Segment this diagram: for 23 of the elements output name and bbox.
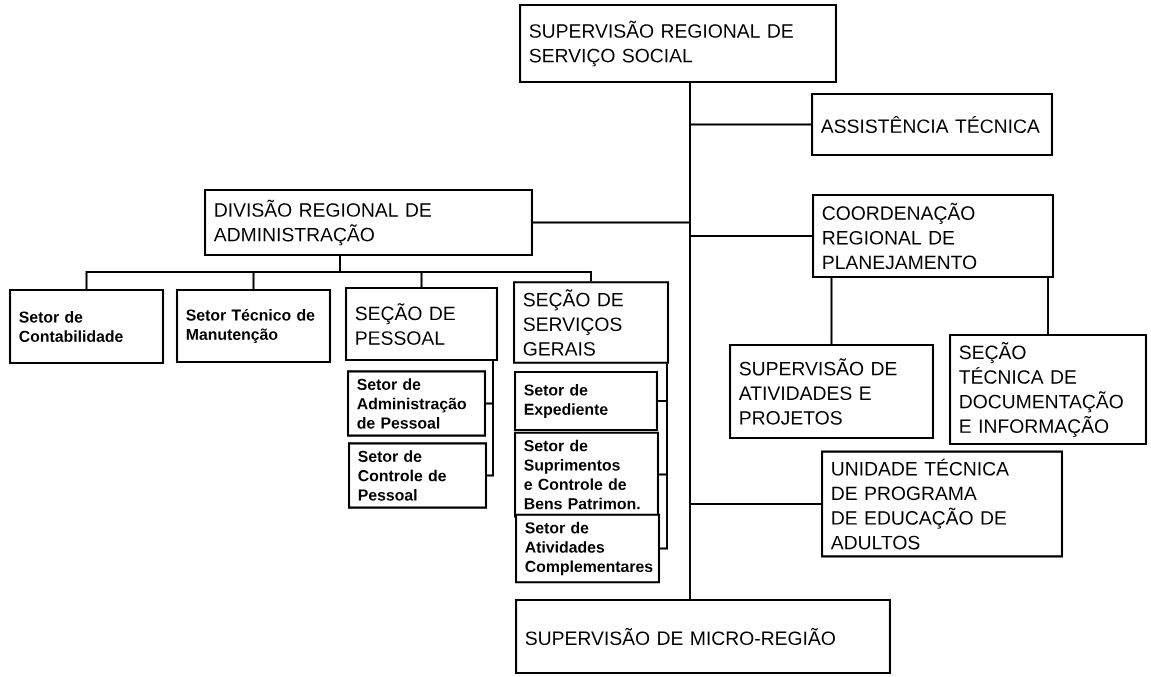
org-unit-box: Setor Técnico de Manutenção [175,288,332,364]
org-unit-box: DIVISÃO REGIONAL DE ADMINISTRAÇÃO [204,188,534,257]
org-unit-box: SUPERVISÃO DE ATIVIDADES E PROJETOS [728,343,935,440]
org-unit-box: Setor de Administração de Pessoal [346,370,487,437]
org-unit-box: SUPERVISÃO REGIONAL DE SERVIÇO SOCIAL [519,3,838,84]
org-unit-box: UNIDADE TÉCNICA DE PROGRAMA DE EDUCAÇÃO DE ADULTOS [821,450,1064,558]
org-unit-box: Setor de Expediente [513,370,659,432]
connector-line [659,362,668,550]
org-unit-box: SUPERVISÃO DE MICRO-REGIÃO [515,598,892,675]
org-unit-box: SEÇÃO DE PESSOAL [344,286,499,362]
org-unit-box: SEÇÃO TÉCNICA DE DOCUMENTAÇÃO E INFORMAÇÃO [948,334,1148,445]
org-unit-box: SEÇÃO DE SERVIÇOS GERAIS [512,281,670,364]
connector-line [1047,277,1049,335]
connector-line [339,255,592,283]
org-unit-box: Setor de Controle de Pessoal [347,442,488,509]
org-unit-box: ASSISTÊNCIA TÉCNICA [811,92,1054,157]
org-unit-box: Setor de Contabilidade [8,288,165,365]
org-unit-box: COORDENAÇÃO REGIONAL DE PLANEJAMENTO [812,193,1055,279]
org-unit-box: Setor de Suprimentos e Controle de Bens Patrimon. [513,431,660,518]
connector-line [830,277,833,345]
org-unit-box: Setor de Atividades Complementares [514,513,661,584]
connector-line [689,82,691,600]
connector-line [486,360,494,477]
